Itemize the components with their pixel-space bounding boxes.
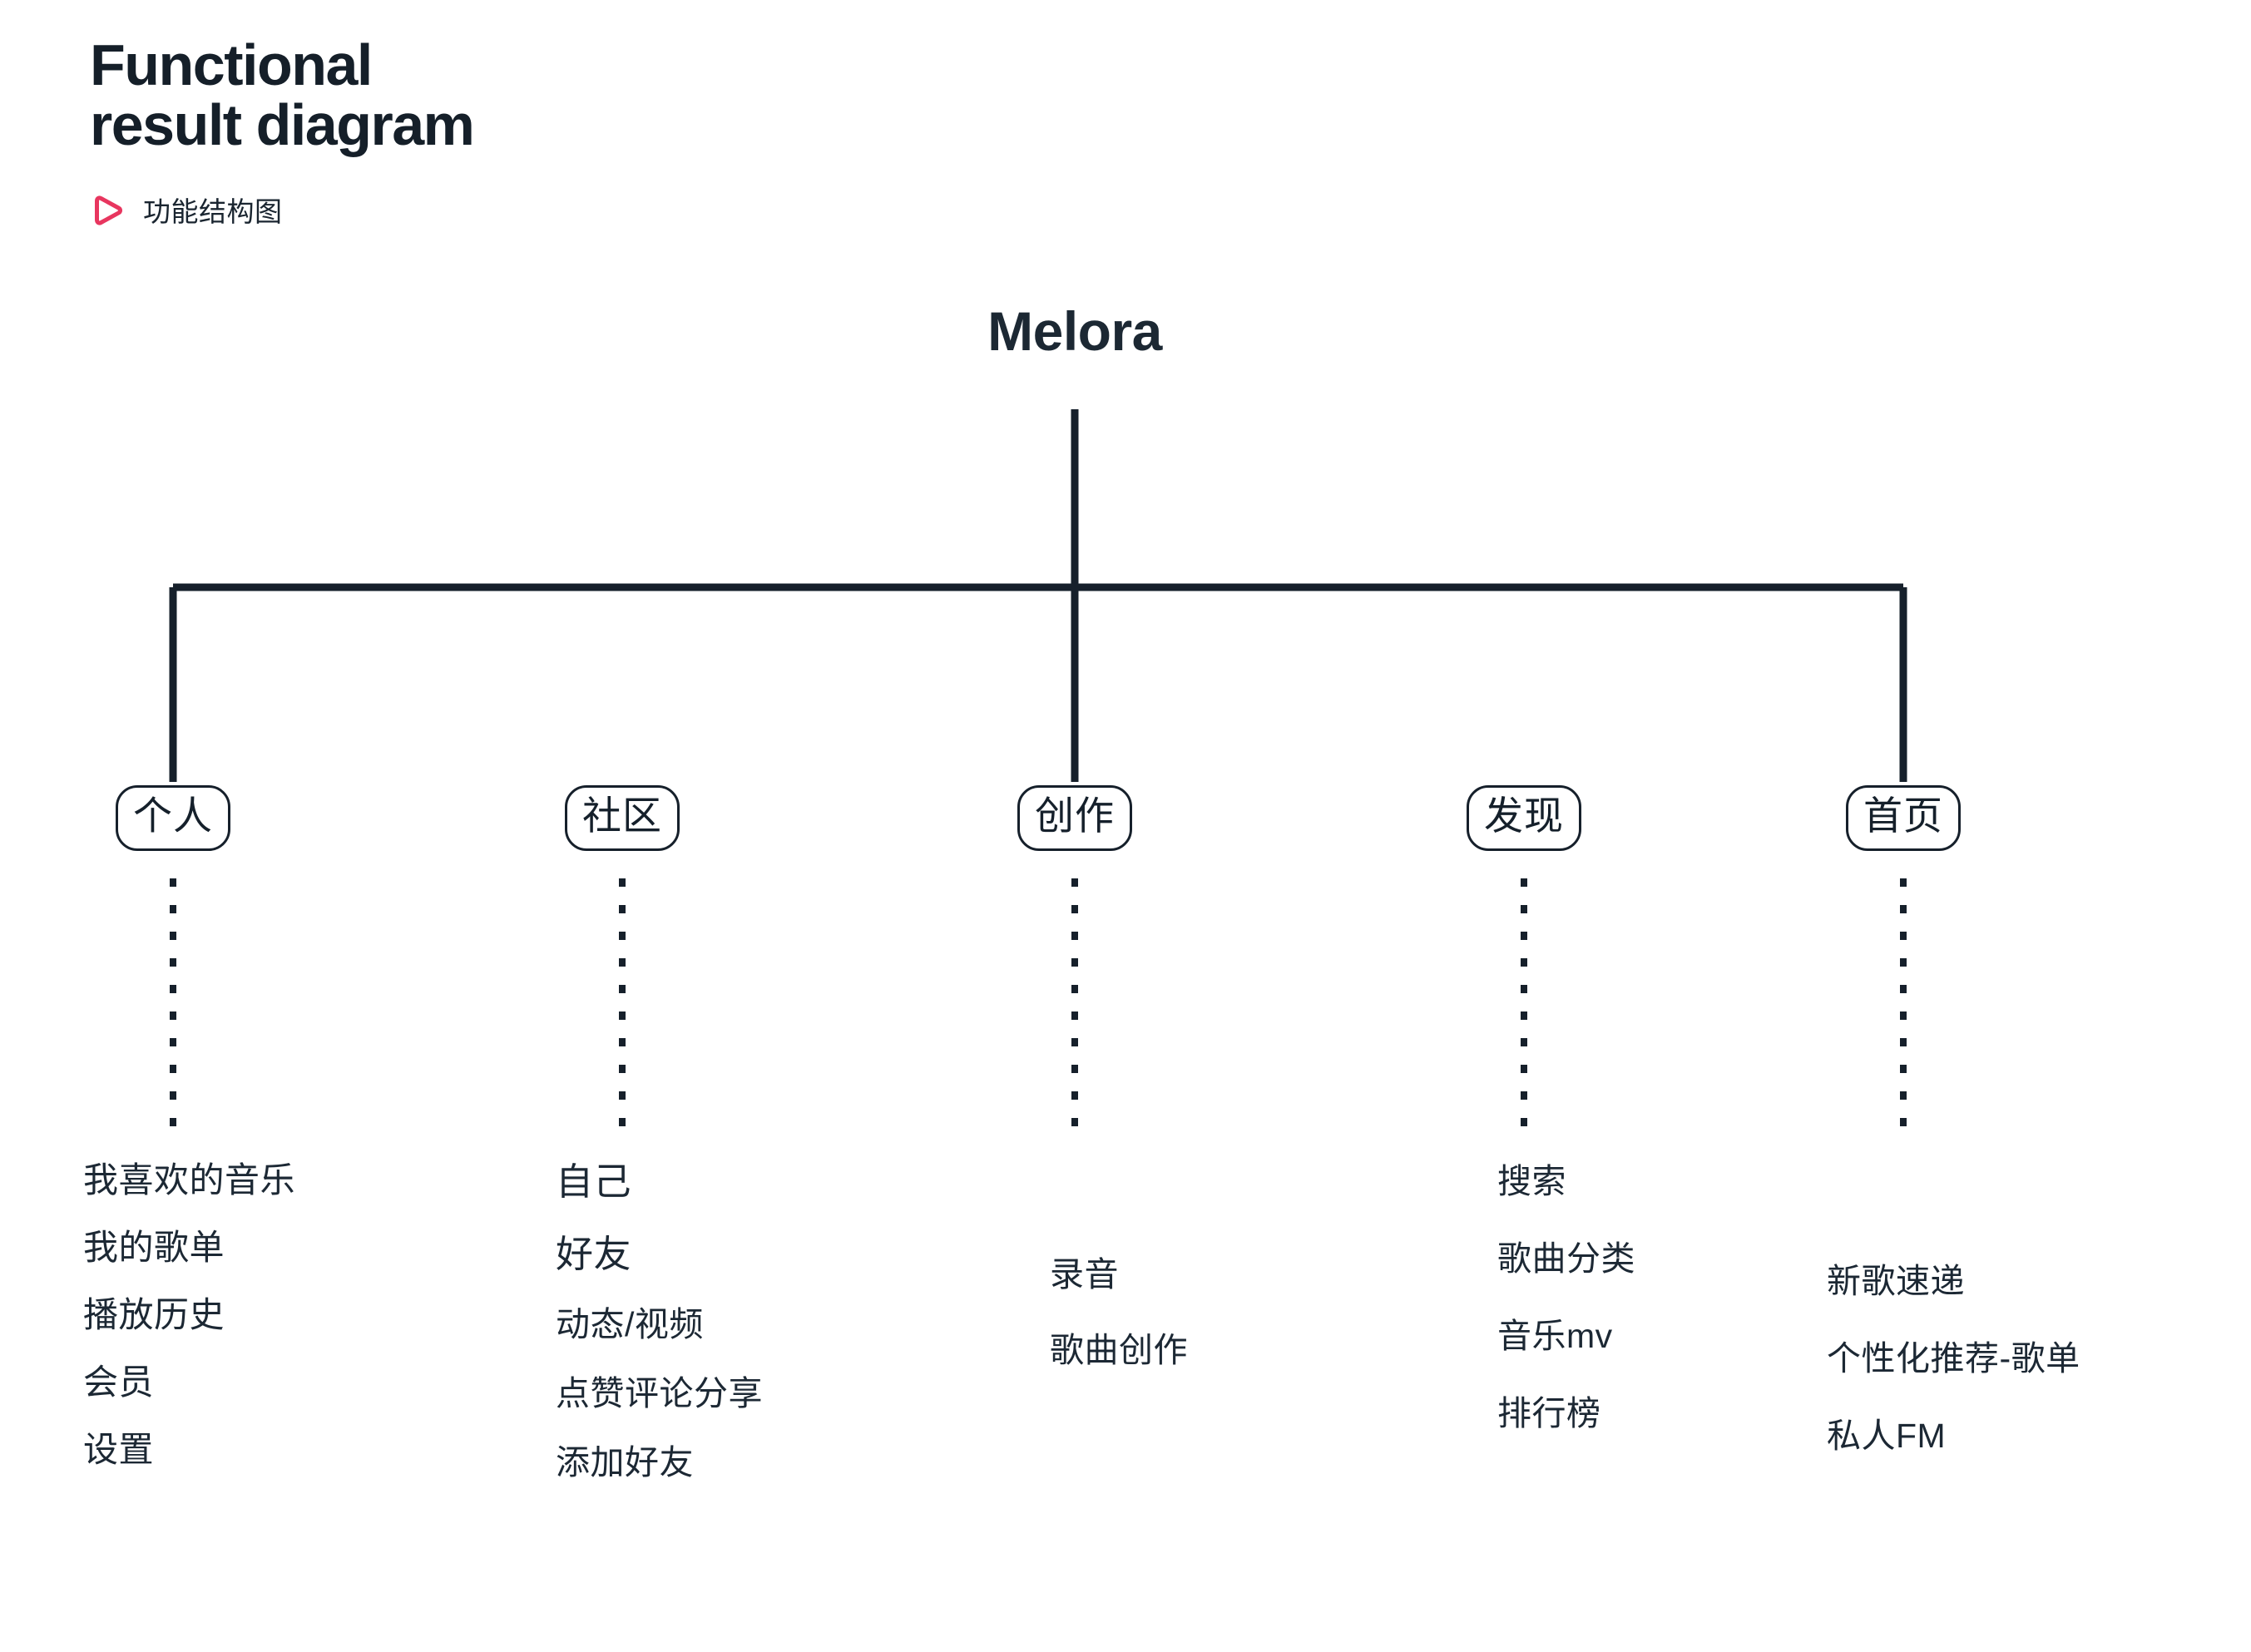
leaf-item[interactable]: 私人FM: [1827, 1417, 1947, 1455]
category-node-discover[interactable]: 发现: [1467, 785, 1581, 851]
category-node-personal[interactable]: 个人: [116, 785, 230, 851]
header: Functional result diagram 功能结构图: [90, 35, 1005, 230]
leaf-item[interactable]: 动态/视频: [556, 1305, 704, 1343]
category-node-home[interactable]: 首页: [1846, 785, 1961, 851]
leaf-item[interactable]: 好友: [556, 1233, 632, 1275]
subtitle-row: 功能结构图: [90, 190, 1005, 230]
subtitle-label: 功能结构图: [143, 196, 283, 228]
leaf-list-create: 录音 歌曲创作: [1050, 1258, 1188, 1409]
root-node-melora[interactable]: Melora: [987, 300, 1162, 362]
leaf-item[interactable]: 搜索: [1497, 1162, 1566, 1200]
leaf-item[interactable]: 我喜欢的音乐: [83, 1160, 296, 1199]
category-node-community[interactable]: 社区: [565, 785, 680, 851]
leaf-item[interactable]: 点赞评论分享: [556, 1374, 763, 1412]
leaf-list-discover: 搜索 歌曲分类 音乐mv 排行榜: [1497, 1165, 1635, 1474]
leaf-item[interactable]: 设置: [83, 1430, 155, 1469]
play-triangle-icon: [95, 195, 122, 225]
leaf-item[interactable]: 会员: [83, 1363, 155, 1402]
leaf-item[interactable]: 自己: [556, 1160, 632, 1203]
leaf-item[interactable]: 添加好友: [556, 1443, 694, 1481]
leaf-item[interactable]: 音乐mv: [1497, 1317, 1613, 1355]
leaf-item[interactable]: 新歌速递: [1827, 1262, 1965, 1300]
category-node-create[interactable]: 创作: [1017, 785, 1132, 851]
leaf-item[interactable]: 歌曲分类: [1497, 1239, 1635, 1278]
leaf-item[interactable]: 歌曲创作: [1050, 1331, 1188, 1369]
leaf-list-home: 新歌速递 个性化推荐-歌单 私人FM: [1827, 1264, 2080, 1496]
leaf-item[interactable]: 录音: [1050, 1255, 1119, 1293]
leaf-item[interactable]: 我的歌单: [83, 1228, 225, 1267]
page-title: Functional result diagram: [90, 32, 475, 158]
leaf-list-personal: 我喜欢的音乐 我的歌单 播放历史 会员 设置: [83, 1163, 295, 1500]
leaf-list-community: 自己 好友 动态/视频 点赞评论分享 添加好友: [556, 1163, 763, 1515]
leaf-item[interactable]: 播放历史: [83, 1295, 225, 1334]
leaf-item[interactable]: 个性化推荐-歌单: [1827, 1339, 2080, 1377]
leaf-item[interactable]: 排行榜: [1497, 1394, 1601, 1432]
